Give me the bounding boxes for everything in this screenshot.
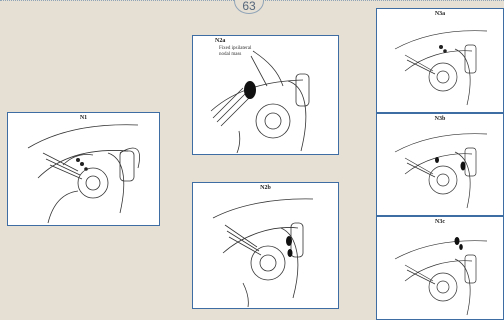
panel-n3c: N3c — [376, 216, 504, 320]
panel-n2a: N2a Fixed ipsilateral nodal mass — [192, 35, 339, 155]
breast-lymph-node-diagram — [377, 9, 502, 111]
breast-lymph-node-diagram — [8, 113, 158, 224]
panel-n3b: N3b — [376, 113, 504, 216]
page-number: 63 — [234, 0, 264, 14]
breast-lymph-node-diagram — [377, 114, 502, 214]
breast-lymph-node-diagram — [193, 36, 337, 153]
panel-n3a: N3a — [376, 8, 504, 113]
breast-lymph-node-diagram — [193, 183, 337, 307]
breast-lymph-node-diagram — [377, 217, 502, 318]
panel-n1: N1 — [7, 112, 160, 226]
panel-n2b: N2b — [192, 182, 339, 309]
